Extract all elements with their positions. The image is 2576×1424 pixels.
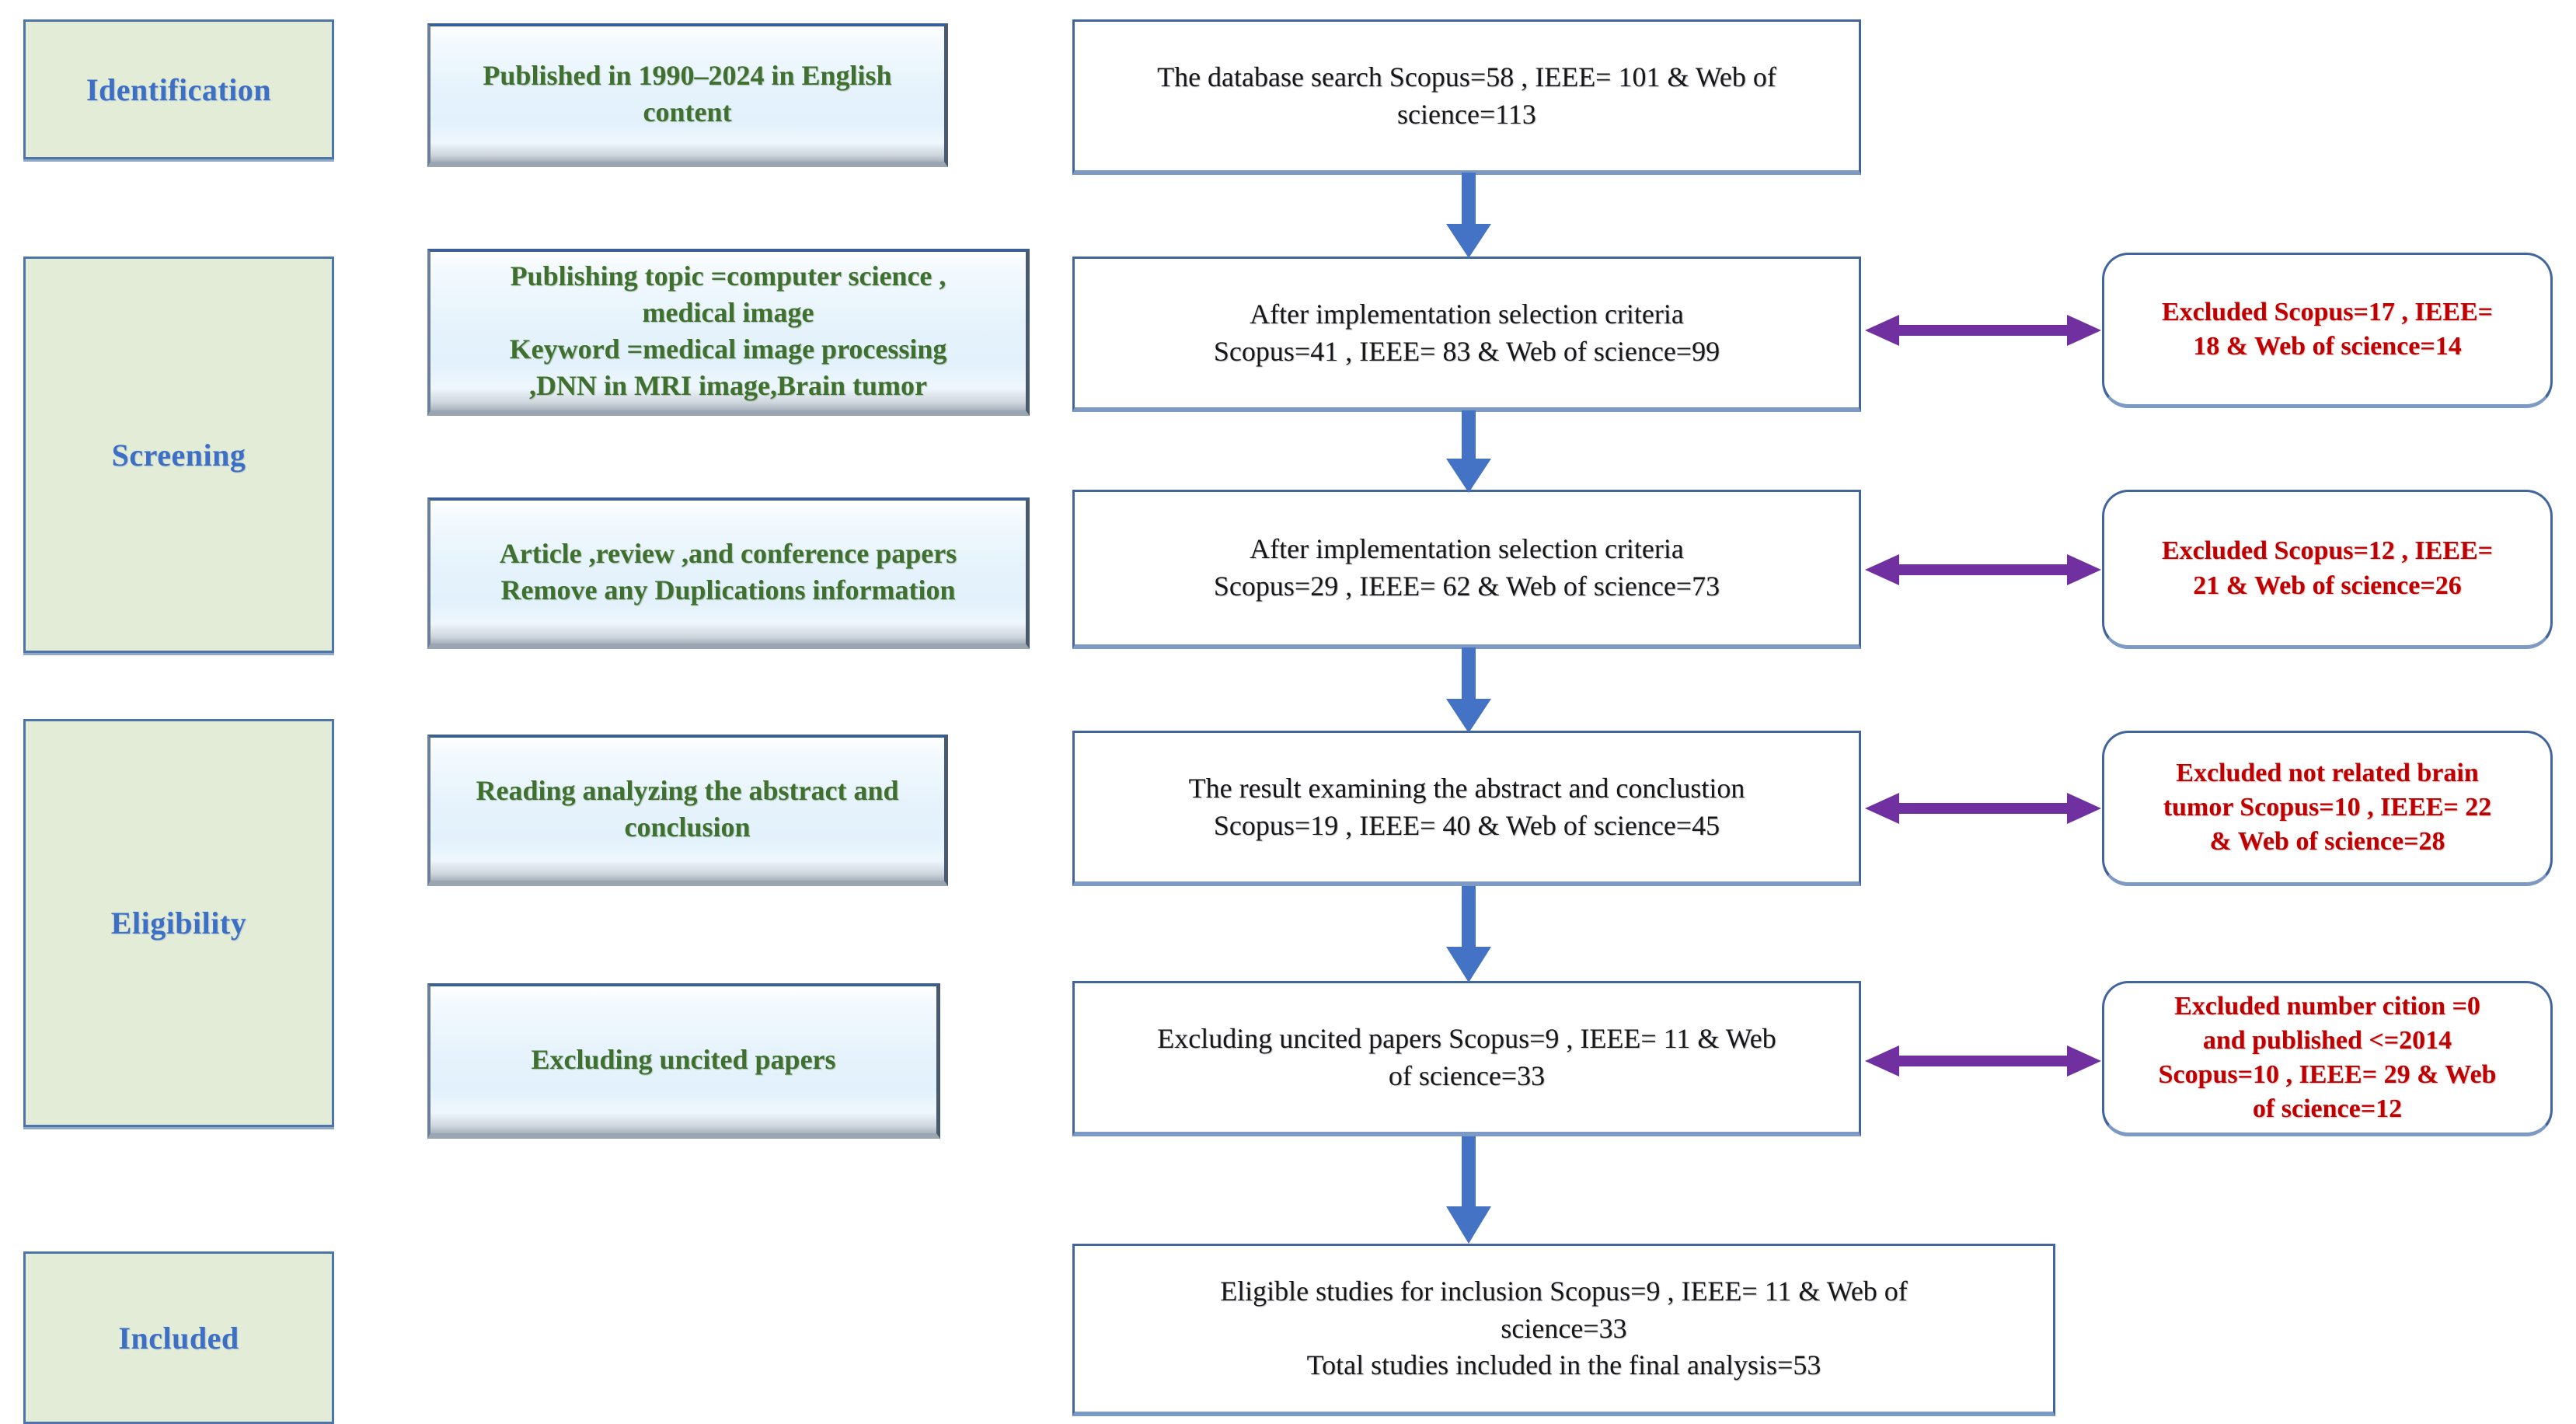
arrow-down-icon <box>1446 173 1491 258</box>
arrow-double-horizontal-icon <box>1865 554 2101 585</box>
excluded-text-not-brain-tumor: Excluded not related brain tumor Scopus=… <box>2163 756 2492 860</box>
criteria-box-document-types: Article ,review ,and conference papers R… <box>427 497 1030 649</box>
arrow-down-icon <box>1446 1136 1491 1244</box>
arrow-double-horizontal-icon <box>1865 1045 2101 1077</box>
stage-box-included: Included <box>23 1251 334 1424</box>
flow-box-database-search: The database search Scopus=58 , IEEE= 10… <box>1072 19 1861 175</box>
criteria-line: Article ,review ,and conference papers <box>499 538 957 570</box>
criteria-text-publication-window: Published in 1990–2024 in English conten… <box>483 58 891 131</box>
flow-line: Eligible studies for inclusion Scopus=9 … <box>1220 1276 1908 1307</box>
excluded-box-selection-2: Excluded Scopus=12 , IEEE= 21 & Web of s… <box>2102 490 2553 649</box>
criteria-line: Keyword =medical image processing <box>509 333 947 365</box>
criteria-text-abstract-reading: Reading analyzing the abstract and concl… <box>476 773 898 846</box>
excluded-box-citation-year: Excluded number cition =0 and published … <box>2102 981 2553 1136</box>
arrow-down-icon <box>1446 410 1491 493</box>
criteria-line: medical image <box>642 297 814 329</box>
excluded-line: Excluded number cition =0 <box>2174 991 2480 1021</box>
excluded-line: Excluded Scopus=12 , IEEE= <box>2161 536 2494 566</box>
flow-text-database-search: The database search Scopus=58 , IEEE= 10… <box>1157 59 1776 133</box>
flow-box-eligible-included: Eligible studies for inclusion Scopus=9 … <box>1072 1244 2055 1416</box>
flow-line: science=33 <box>1501 1312 1627 1344</box>
criteria-line: content <box>643 96 732 127</box>
criteria-text-topic-keywords: Publishing topic =computer science , med… <box>510 258 947 403</box>
excluded-line: 21 & Web of science=26 <box>2193 571 2462 600</box>
flow-text-eligible-included: Eligible studies for inclusion Scopus=9 … <box>1220 1273 1908 1384</box>
excluded-line: Excluded not related brain <box>2176 758 2479 787</box>
flow-text-uncited-papers: Excluding uncited papers Scopus=9 , IEEE… <box>1157 1021 1776 1094</box>
criteria-box-excluding-uncited: Excluding uncited papers <box>427 983 940 1139</box>
excluded-text-selection-1: Excluded Scopus=17 , IEEE= 18 & Web of s… <box>2162 295 2493 364</box>
flow-line: of science=33 <box>1388 1059 1546 1091</box>
flow-line: Scopus=19 , IEEE= 40 & Web of science=45 <box>1213 809 1720 841</box>
arrow-double-horizontal-icon <box>1865 793 2101 824</box>
excluded-box-selection-1: Excluded Scopus=17 , IEEE= 18 & Web of s… <box>2102 253 2553 408</box>
excluded-line: 18 & Web of science=14 <box>2193 332 2462 361</box>
criteria-line: Publishing topic =computer science , <box>510 260 946 292</box>
excluded-line: & Web of science=28 <box>2209 827 2445 857</box>
excluded-line: Excluded Scopus=17 , IEEE= <box>2161 297 2494 326</box>
flow-box-after-selection-1: After implementation selection criteria … <box>1072 257 1861 412</box>
flow-line: The database search Scopus=58 , IEEE= 10… <box>1157 61 1776 92</box>
flow-line: The result examining the abstract and co… <box>1188 772 1745 804</box>
arrow-double-horizontal-icon <box>1865 315 2101 346</box>
flow-text-after-selection-2: After implementation selection criteria … <box>1214 531 1720 605</box>
criteria-text-excluding-uncited: Excluding uncited papers <box>531 1042 835 1078</box>
stage-label-included: Included <box>118 1320 239 1356</box>
criteria-line: ,DNN in MRI image,Brain tumor <box>529 369 927 401</box>
flow-box-uncited-papers: Excluding uncited papers Scopus=9 , IEEE… <box>1072 981 1861 1136</box>
criteria-box-topic-keywords: Publishing topic =computer science , med… <box>427 249 1030 416</box>
stage-label-screening: Screening <box>111 437 246 473</box>
criteria-box-publication-window: Published in 1990–2024 in English conten… <box>427 23 948 167</box>
flow-line: Scopus=29 , IEEE= 62 & Web of science=73 <box>1213 571 1720 602</box>
criteria-box-abstract-reading: Reading analyzing the abstract and concl… <box>427 735 948 886</box>
excluded-line: tumor Scopus=10 , IEEE= 22 <box>2163 792 2492 822</box>
stage-box-screening: Screening <box>23 257 334 653</box>
stage-box-eligibility: Eligibility <box>23 719 334 1127</box>
flow-box-after-selection-2: After implementation selection criteria … <box>1072 490 1861 649</box>
criteria-text-document-types: Article ,review ,and conference papers R… <box>500 536 957 609</box>
excluded-line: of science=12 <box>2252 1094 2403 1124</box>
criteria-line: Published in 1990–2024 in English <box>483 60 892 92</box>
flow-text-after-selection-1: After implementation selection criteria … <box>1214 296 1720 370</box>
excluded-text-selection-2: Excluded Scopus=12 , IEEE= 21 & Web of s… <box>2162 534 2493 602</box>
excluded-text-citation-year: Excluded number cition =0 and published … <box>2159 989 2497 1127</box>
arrow-down-icon <box>1446 647 1491 733</box>
flow-text-abstract-result: The result examining the abstract and co… <box>1189 770 1745 844</box>
flow-box-abstract-result: The result examining the abstract and co… <box>1072 731 1861 886</box>
excluded-line: Scopus=10 , IEEE= 29 & Web <box>2158 1060 2497 1089</box>
criteria-line: Remove any Duplications information <box>500 574 956 606</box>
criteria-line: Reading analyzing the abstract and <box>476 775 899 807</box>
flow-line: Total studies included in the final anal… <box>1306 1349 1821 1381</box>
flow-line: science=113 <box>1397 98 1536 130</box>
stage-label-eligibility: Eligibility <box>110 906 247 941</box>
criteria-line: conclusion <box>624 811 751 843</box>
arrow-down-icon <box>1446 886 1491 982</box>
criteria-line: Excluding uncited papers <box>531 1044 836 1076</box>
flow-line: After implementation selection criteria <box>1250 298 1684 330</box>
excluded-box-not-brain-tumor: Excluded not related brain tumor Scopus=… <box>2102 731 2553 886</box>
flow-line: After implementation selection criteria <box>1250 533 1684 565</box>
stage-label-identification: Identification <box>85 72 272 107</box>
excluded-line: and published <=2014 <box>2202 1025 2452 1055</box>
flow-line: Excluding uncited papers Scopus=9 , IEEE… <box>1157 1022 1776 1054</box>
flow-line: Scopus=41 , IEEE= 83 & Web of science=99 <box>1213 335 1720 367</box>
stage-box-identification: Identification <box>23 19 334 159</box>
